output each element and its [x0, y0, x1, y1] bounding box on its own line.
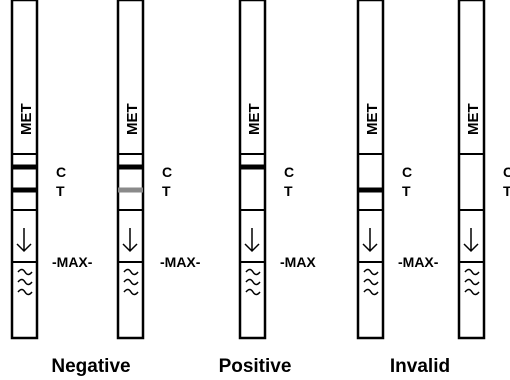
- test-line-label: T: [56, 183, 65, 199]
- strip-met-label: MET: [18, 103, 35, 135]
- down-arrow-icon: [244, 228, 260, 253]
- group-label-invalid: Invalid: [390, 356, 450, 377]
- test-line-label: T: [162, 183, 171, 199]
- test-line-label: T: [284, 183, 293, 199]
- test-strip-4: MET: [356, 0, 385, 340]
- test-line-label: T: [402, 183, 411, 199]
- down-arrow-icon: [463, 228, 479, 253]
- wavy-line-icon: [245, 268, 261, 296]
- control-line-label: C: [503, 164, 510, 180]
- control-line-label: C: [284, 164, 294, 180]
- down-arrow-icon: [362, 228, 378, 253]
- max-fill-label: -MAX: [280, 254, 316, 270]
- wavy-line-icon: [363, 268, 379, 296]
- control-line-label: C: [162, 164, 172, 180]
- strip-outline: [356, 0, 385, 340]
- test-strip-5: MET: [457, 0, 486, 340]
- strip-outline: [457, 0, 486, 340]
- down-arrow-icon: [122, 228, 138, 253]
- test-line-label: T: [503, 183, 510, 199]
- test-strip-3: MET: [238, 0, 267, 340]
- group-label-positive: Positive: [219, 356, 292, 377]
- test-strip-1: MET: [10, 0, 39, 340]
- group-label-negative: Negative: [51, 356, 130, 377]
- wavy-line-icon: [17, 268, 33, 296]
- down-arrow-icon: [16, 228, 32, 253]
- control-line-label: C: [402, 164, 412, 180]
- max-fill-label: -MAX-: [160, 254, 201, 270]
- wavy-line-icon: [464, 268, 480, 296]
- strip-met-label: MET: [465, 103, 482, 135]
- test-strip-2: MET: [116, 0, 145, 340]
- wavy-line-icon: [123, 268, 139, 296]
- max-fill-label: -MAX-: [52, 254, 93, 270]
- control-line-label: C: [56, 164, 66, 180]
- strip-met-label: MET: [364, 103, 381, 135]
- strip-met-label: MET: [246, 103, 263, 135]
- max-fill-label: -MAX-: [398, 254, 439, 270]
- strip-met-label: MET: [124, 103, 141, 135]
